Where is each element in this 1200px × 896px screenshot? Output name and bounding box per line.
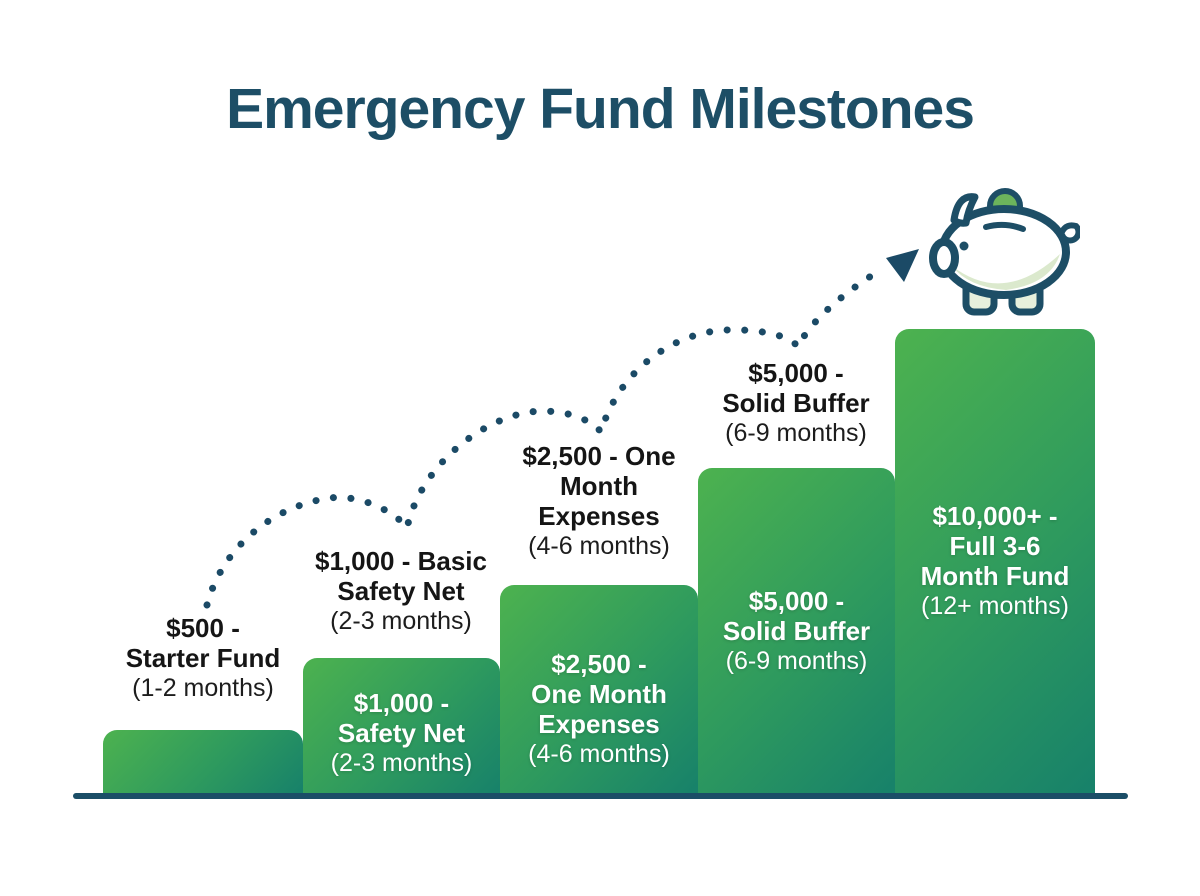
coin-slot <box>983 221 1026 232</box>
label-inside-milestone-5: $10,000+ - Full 3-6 Month Fund (12+ mont… <box>921 501 1070 621</box>
label-inside-milestone-2: $1,000 - Safety Net (2-3 months) <box>331 688 473 778</box>
piggy-eye <box>959 241 969 251</box>
milestone-name-line: Expenses <box>538 501 660 531</box>
milestone-months: (4-6 months) <box>528 740 670 768</box>
milestone-months: (4-6 months) <box>528 532 670 560</box>
milestone-amount-line: $10,000+ - <box>932 501 1058 531</box>
piggy-front-leg <box>962 276 998 316</box>
milestone-amount-line: $500 - <box>166 613 240 643</box>
bar-milestone-3: $2,500 - One Month Expenses (4-6 months) <box>500 585 698 793</box>
label-above-milestone-1: $500 - Starter Fund (1-2 months) <box>93 613 313 703</box>
milestone-name-line: Month <box>560 471 638 501</box>
milestone-months: (2-3 months) <box>330 748 473 777</box>
bar-milestone-1 <box>103 730 303 793</box>
piggy-tail <box>1056 222 1080 245</box>
arrow-head-icon <box>886 249 919 282</box>
bar-milestone-4: $5,000 - Solid Buffer (6-9 months) <box>698 468 895 793</box>
piggy-belly-shade <box>952 254 1060 290</box>
milestone-name-line: Solid Buffer <box>722 388 870 418</box>
bar-milestone-2: $1,000 - Safety Net (2-3 months) <box>303 658 500 793</box>
piggy-bank-icon <box>929 188 1080 316</box>
milestone-name-line: Full 3-6 <box>949 531 1041 561</box>
milestone-name-line: One Month <box>531 679 667 709</box>
bar-milestone-5: $10,000+ - Full 3-6 Month Fund (12+ mont… <box>895 329 1095 793</box>
milestone-months: (2-3 months) <box>330 607 472 635</box>
label-above-milestone-2: $1,000 - Basic Safety Net (2-3 months) <box>281 546 521 636</box>
piggy-body <box>938 205 1070 299</box>
piggy-snout <box>929 238 959 278</box>
label-above-milestone-3: $2,500 - One Month Expenses (4-6 months) <box>489 441 709 561</box>
piggy-ear <box>950 193 979 227</box>
milestone-amount-line: $2,500 - One <box>522 441 676 471</box>
milestone-amount-line: $1,000 - <box>353 687 450 718</box>
milestone-months: (12+ months) <box>921 592 1069 620</box>
label-inside-milestone-3: $2,500 - One Month Expenses (4-6 months) <box>528 649 670 769</box>
milestone-name-line: Safety Net <box>337 717 466 748</box>
label-inside-milestone-4: $5,000 - Solid Buffer (6-9 months) <box>723 586 870 676</box>
piggy-back-leg <box>1008 274 1044 316</box>
milestone-name-line: Safety Net <box>337 576 465 606</box>
baseline-axis <box>73 793 1128 799</box>
milestone-amount-line: $1,000 - Basic <box>314 546 487 576</box>
milestone-name-line: Month Fund <box>920 561 1070 591</box>
milestone-amount-line: $5,000 - <box>748 585 845 616</box>
milestone-amount-line: $2,500 - <box>551 649 647 679</box>
page-title: Emergency Fund Milestones <box>226 77 975 141</box>
milestone-months: (6-9 months) <box>725 419 867 447</box>
milestone-name-line: Solid Buffer <box>722 615 871 646</box>
milestone-months: (1-2 months) <box>132 674 274 702</box>
milestone-months: (6-9 months) <box>725 646 868 675</box>
milestone-amount-line: $5,000 - <box>748 358 844 388</box>
coin-icon <box>987 188 1023 224</box>
milestone-name-line: Expenses <box>538 709 660 739</box>
label-above-milestone-4: $5,000 - Solid Buffer (6-9 months) <box>681 358 911 448</box>
milestone-name-line: Starter Fund <box>125 643 281 673</box>
